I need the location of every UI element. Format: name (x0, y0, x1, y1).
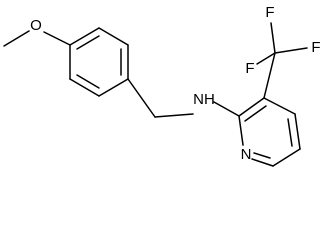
pyridine-bond-c2-c3 (238, 97, 265, 117)
pyridine-bond-c6-n (251, 158, 274, 167)
ch2-to-nh-bond (154, 113, 194, 118)
chemical-structure-diagram: O NH F F F N (3, 4, 321, 167)
pyridine-bond-c3-c4 (263, 97, 296, 115)
benzyl-amine-linker (127, 78, 240, 118)
benzene-bond-1-inner (76, 35, 100, 50)
fluorine-top-label: F (265, 4, 274, 21)
fluorine-bottom-label: F (245, 60, 254, 77)
ring-to-cf3-bond (263, 52, 276, 99)
fluorine-right-label: F (311, 39, 320, 56)
pyridine-ring (238, 97, 301, 167)
trifluoromethyl-group (256, 22, 308, 99)
pyridine-bond-n-c2 (238, 115, 244, 146)
pyridine-bond-c6-n-inner (253, 152, 271, 159)
pyridine-nitrogen-label: N (241, 146, 252, 163)
methyl-oxygen-bond (3, 30, 30, 47)
pyridine-bond-c4-c5 (294, 113, 301, 150)
benzene-bond-4 (98, 78, 129, 97)
oxygen-aryl-bond (43, 31, 71, 46)
pyridine-bond-c4-c5-inner (287, 118, 293, 147)
amine-nh-label: NH (193, 91, 215, 108)
benzene-bond-5 (69, 78, 100, 97)
methoxyphenyl-ring (69, 27, 129, 97)
pyridine-bond-c5-c6 (272, 148, 301, 167)
benzene-bond-1 (69, 27, 100, 46)
benzene-bond-2 (98, 27, 129, 46)
cf3-to-bottom-f-bond (256, 52, 276, 65)
benzene-bond-5-inner (76, 74, 100, 89)
pyridine-bond-c2-c3-inner (244, 105, 267, 122)
ring-to-ch2-bond (127, 78, 156, 118)
nh-to-pyridine-bond (213, 101, 240, 117)
methoxy-oxygen-label: O (30, 17, 42, 34)
cf3-to-top-f-bond (270, 22, 276, 54)
cf3-to-right-f-bond (274, 47, 308, 54)
methoxy-group (3, 30, 71, 47)
